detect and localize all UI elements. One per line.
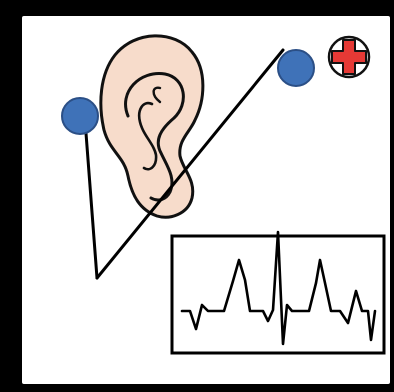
ecg-waveform-icon: [172, 232, 384, 353]
medical-cross-icon: [329, 37, 369, 77]
electrode-dot-left: [62, 98, 98, 134]
electrode-dot-right: [278, 50, 314, 86]
